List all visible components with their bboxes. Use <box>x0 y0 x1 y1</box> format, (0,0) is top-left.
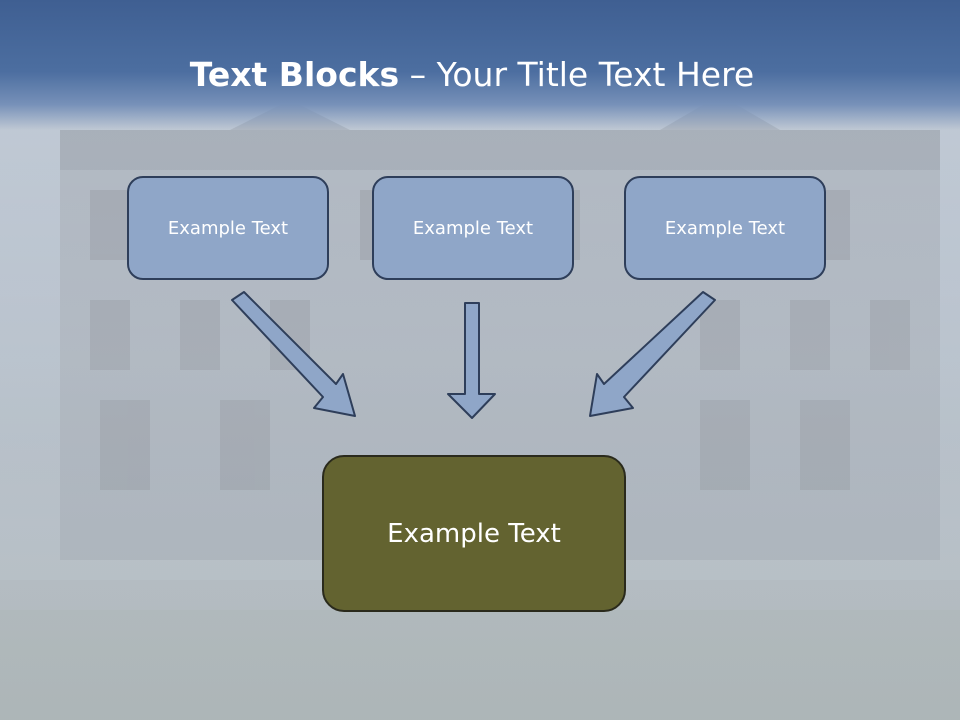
title-bold: Text Blocks <box>189 55 400 94</box>
text-block-3[interactable]: Example Text <box>624 176 826 280</box>
text-block-2[interactable]: Example Text <box>372 176 574 280</box>
title-dash: – <box>399 55 437 94</box>
slide-title: Text Blocks – Your Title Text Here <box>0 52 944 98</box>
text-block-1[interactable]: Example Text <box>127 176 329 280</box>
arrow-center <box>447 302 496 419</box>
arrow-right <box>589 291 716 417</box>
arrow-left <box>231 291 356 417</box>
title-band <box>0 0 960 130</box>
target-block[interactable]: Example Text <box>322 455 626 612</box>
title-rest: Your Title Text Here <box>436 55 755 94</box>
